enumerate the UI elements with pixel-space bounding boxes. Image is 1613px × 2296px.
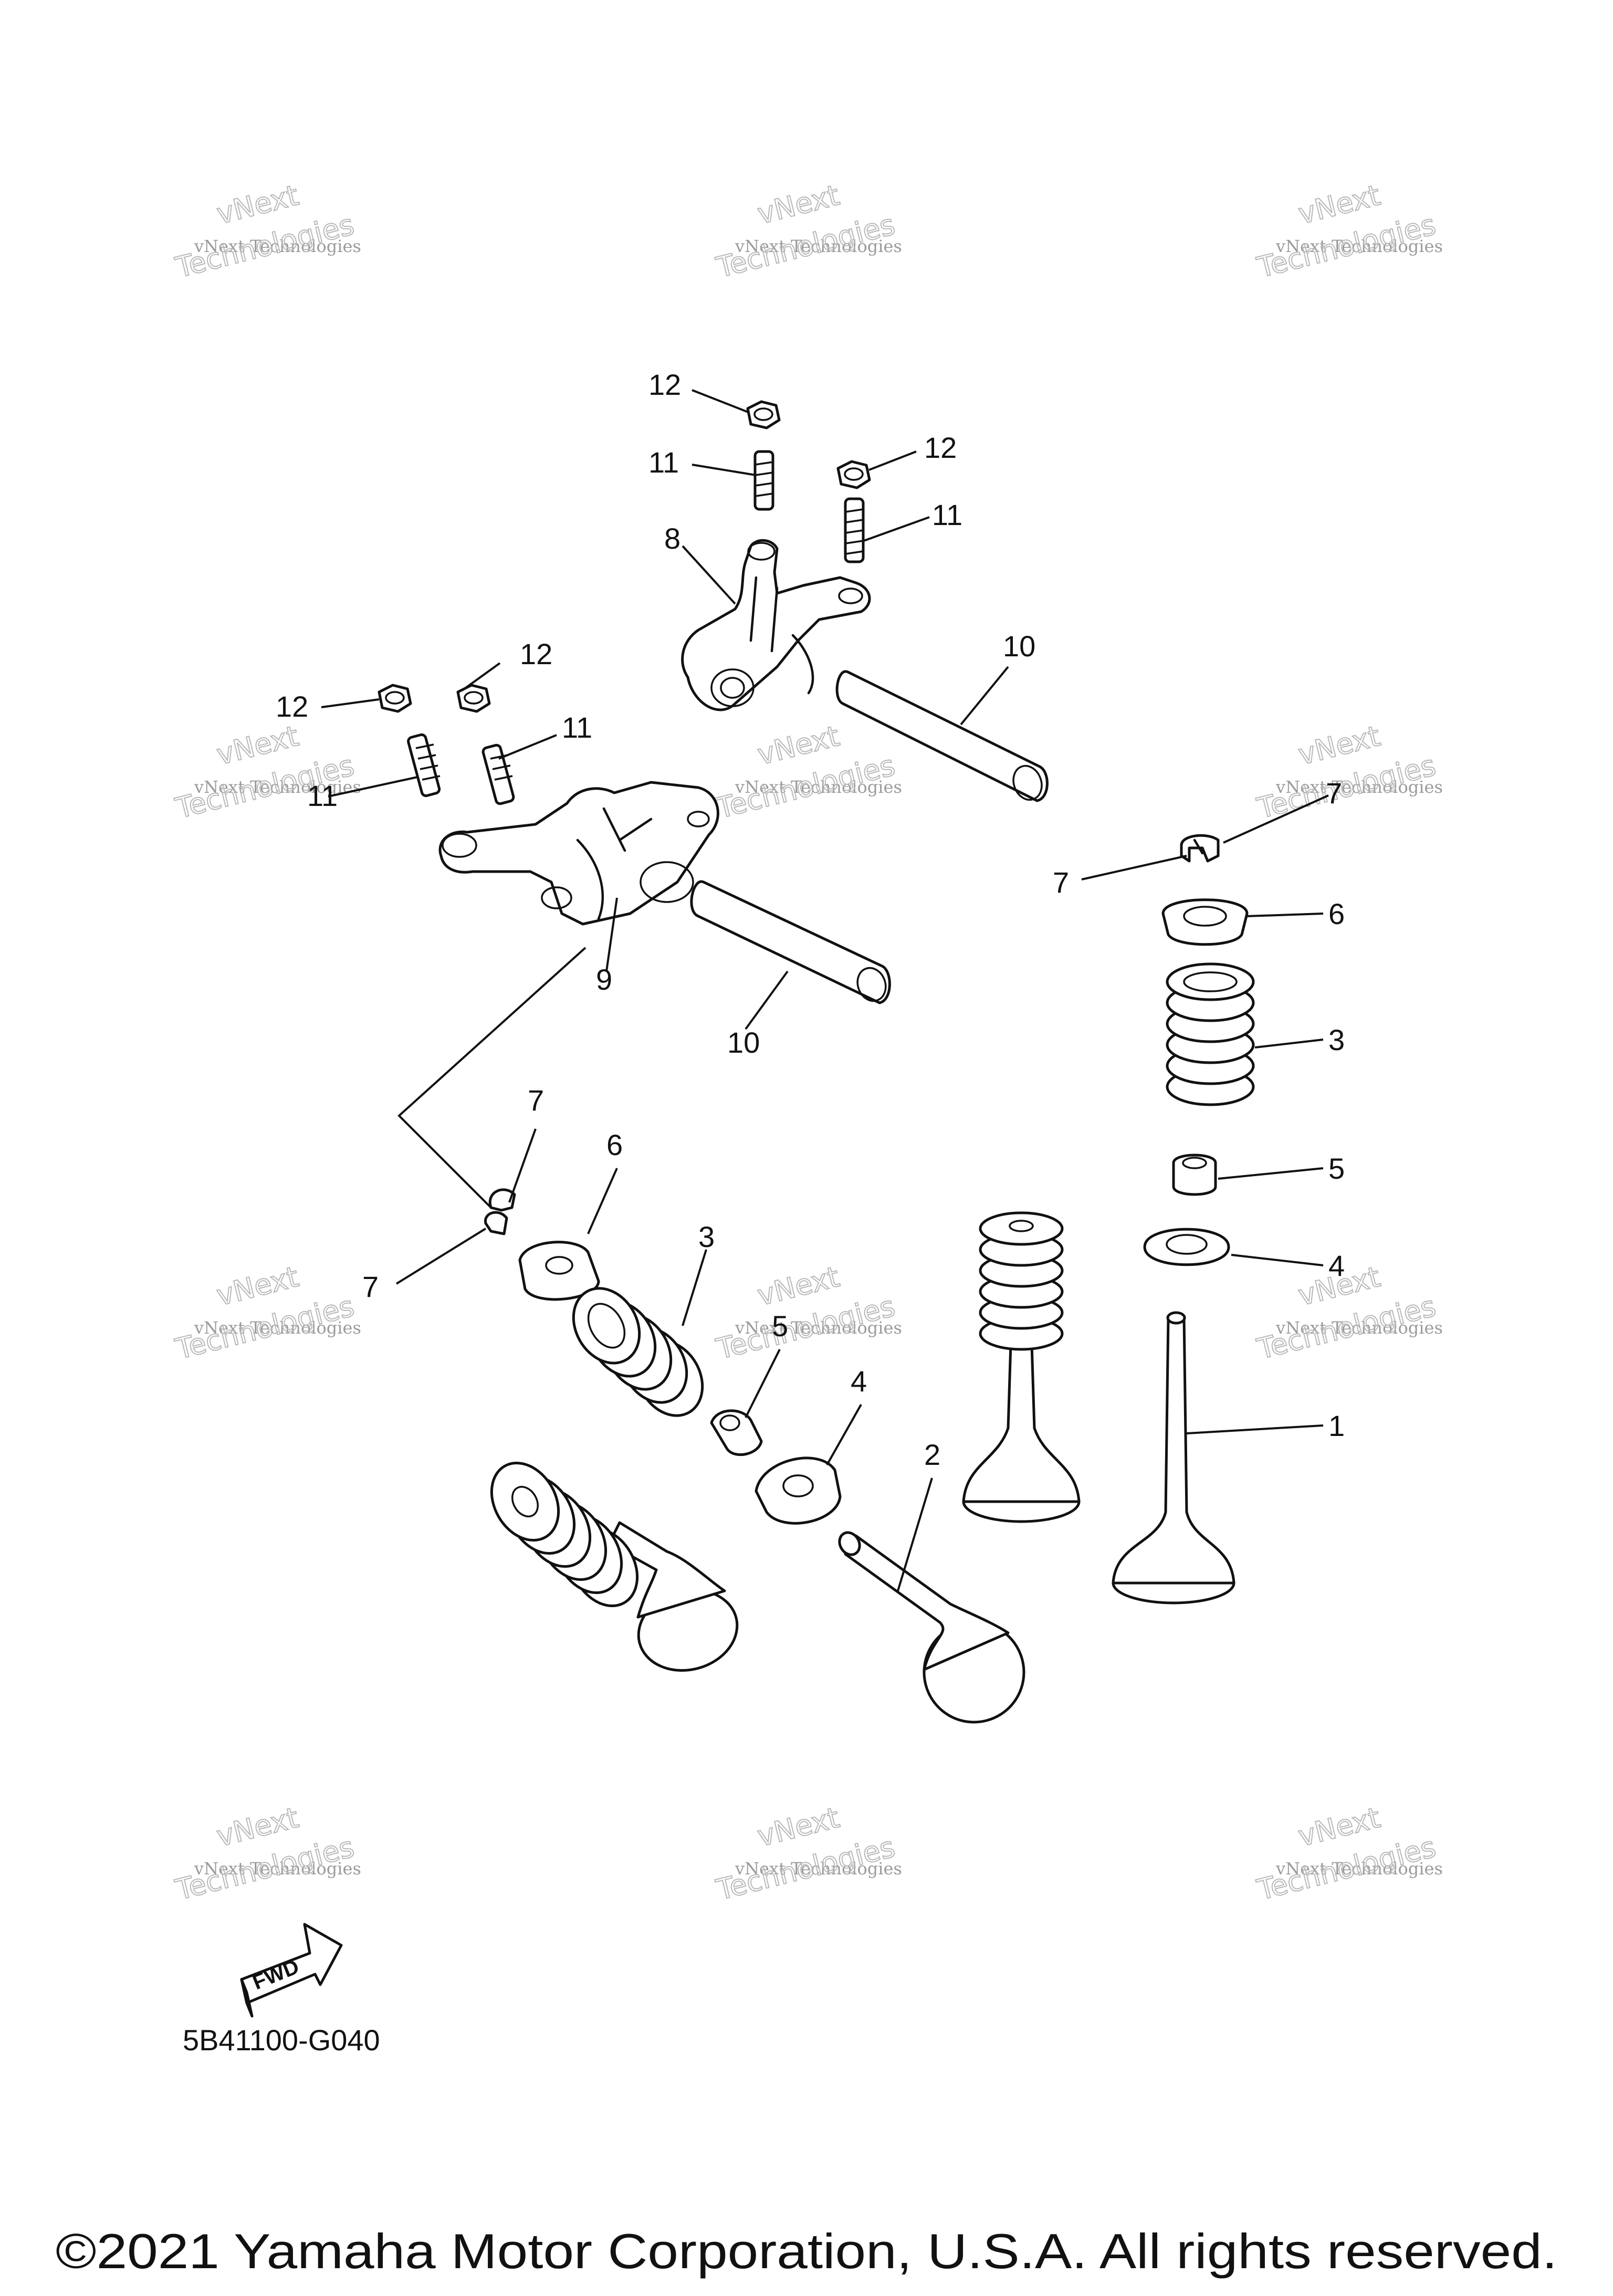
svg-text:vNext Technologies: vNext Technologies (735, 777, 902, 797)
callout-6: 6 (606, 1128, 623, 1161)
upper-rocker-arm-8 (681, 539, 871, 711)
callout-numbers: 12 11 12 11 8 10 12 12 11 11 9 10 7 7 6 … (276, 368, 1345, 1471)
callout-3: 3 (698, 1220, 715, 1253)
exhaust-valve-1 (1112, 1311, 1235, 1605)
upper-rocker-nut-12 (746, 400, 781, 429)
upper-rocker-nut-12b (836, 460, 871, 489)
right-valve-cotter-7 (1180, 834, 1220, 863)
upper-adjust-screw-11 (753, 450, 774, 511)
left-valve-cotter-7 (484, 1188, 516, 1235)
callout-7: 7 (362, 1270, 379, 1303)
callout-7: 7 (528, 1084, 544, 1117)
right-spring-retainer-6 (1161, 898, 1249, 946)
callout-11: 11 (932, 498, 962, 531)
svg-text:vNext Technologies: vNext Technologies (194, 777, 361, 797)
callout-7: 7 (1326, 777, 1342, 810)
callout-12: 12 (276, 690, 308, 723)
svg-text:vNext Technologies: vNext Technologies (194, 236, 361, 256)
callout-2: 2 (924, 1438, 940, 1471)
callout-11: 11 (648, 446, 679, 479)
left-valve-spring-3 (572, 1287, 704, 1417)
part-code: 5B41100-G040 (183, 2024, 380, 2057)
svg-text:vNext Technologies: vNext Technologies (735, 1318, 902, 1338)
left-adjust-screw-11 (407, 733, 441, 798)
fwd-arrow-icon: FWD (240, 1923, 343, 2018)
svg-text:vNext Technologies: vNext Technologies (1275, 236, 1443, 256)
left-valve-assembled (490, 1461, 739, 1672)
upper-adjust-screw-11b (844, 497, 865, 563)
callout-5: 5 (1328, 1152, 1345, 1185)
right-valve-stem-seal-5 (1172, 1154, 1217, 1196)
callout-12: 12 (924, 431, 957, 464)
right-valve-spring-3 (1166, 962, 1255, 1106)
callout-3: 3 (1328, 1023, 1345, 1056)
right-valve-assembled (962, 1211, 1081, 1523)
svg-text:vNext Technologies: vNext Technologies (735, 1859, 902, 1879)
svg-text:vNext Technologies: vNext Technologies (1275, 1859, 1443, 1879)
callout-7: 7 (1053, 866, 1069, 899)
callout-10: 10 (1003, 630, 1035, 663)
left-valve-stem-seal-5 (710, 1409, 763, 1456)
callout-8: 8 (664, 522, 680, 555)
callout-1: 1 (1328, 1409, 1345, 1442)
right-spring-seat-4 (1143, 1228, 1230, 1266)
left-rocker-nut-12 (378, 684, 412, 713)
left-rocker-shaft-10 (690, 880, 891, 1004)
intake-valve-2 (838, 1531, 1025, 1724)
upper-rocker-shaft-10 (835, 670, 1049, 802)
callout-5: 5 (772, 1309, 788, 1343)
callout-11: 11 (307, 779, 338, 812)
callout-12: 12 (520, 637, 552, 670)
callout-6: 6 (1328, 897, 1345, 930)
svg-text:vNext Technologies: vNext Technologies (1275, 777, 1443, 797)
callout-11: 11 (562, 711, 592, 744)
callout-4: 4 (1328, 1249, 1345, 1282)
left-spring-seat-4 (755, 1456, 842, 1525)
svg-text:vNext Technologies: vNext Technologies (1275, 1318, 1443, 1338)
callout-12: 12 (648, 368, 681, 401)
callout-9: 9 (596, 963, 612, 996)
callout-4: 4 (851, 1365, 867, 1398)
left-adjust-screw-11b (481, 743, 515, 805)
svg-text:vNext Technologies: vNext Technologies (194, 1859, 361, 1879)
left-rocker-nut-12b (456, 684, 491, 713)
svg-text:vNext Technologies: vNext Technologies (735, 236, 902, 256)
callout-10: 10 (727, 1026, 760, 1059)
left-spring-retainer-6 (518, 1241, 600, 1301)
leader-lines (321, 389, 1329, 1591)
svg-text:vNext Technologies: vNext Technologies (194, 1318, 361, 1338)
left-rocker-arm-9 (438, 781, 719, 926)
copyright-notice: ©2021 Yamaha Motor Corporation, U.S.A. A… (56, 2224, 1557, 2279)
